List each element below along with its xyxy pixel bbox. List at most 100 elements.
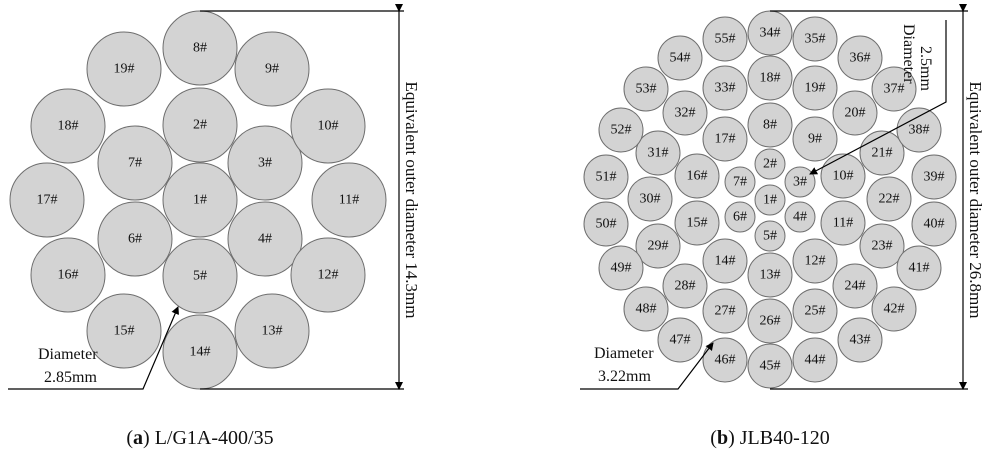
panel-b-wire-49-label: 49# — [611, 261, 632, 276]
panel-a-dimension: Equivalent outer diameter 14.3mm — [200, 4, 421, 390]
panel-b-wire-17: 17# — [702, 116, 748, 162]
panel-a-wire-9-label: 9# — [265, 62, 279, 77]
panel-b-wire-8-circle — [747, 102, 793, 148]
panel-b-wire-12: 12# — [792, 238, 838, 284]
panel-a-wire-18: 18# — [30, 88, 106, 164]
panel-a-wire-16: 16# — [30, 237, 106, 313]
panel-b-wire-9-label: 9# — [808, 132, 822, 147]
panel-a-wire-6-label: 6# — [128, 232, 142, 247]
panel-a-wire-14-label: 14# — [190, 345, 211, 360]
panel-b-wire-14-label: 14# — [715, 254, 736, 269]
panel-a-wire-19-circle — [86, 31, 162, 107]
panel-b-wire-15-circle — [674, 200, 720, 246]
panel-b-wire-1-label: 1# — [763, 193, 777, 208]
panel-b-wire-4-circle — [784, 201, 816, 233]
panel-a-wire-1-circle — [162, 162, 238, 238]
panel-b-wire-38-label: 38# — [909, 123, 930, 138]
panel-b-wire-53-label: 53# — [636, 82, 657, 97]
panel-b-wire-41-label: 41# — [909, 261, 930, 276]
panel-b-wire-52: 52# — [598, 107, 644, 153]
panel-b-wire-48-label: 48# — [636, 302, 657, 317]
panel-b-wire-22: 22# — [866, 176, 912, 222]
panel-b-wire-13-label: 13# — [760, 268, 781, 283]
panel-b-caption: (b) JLB40-120 — [710, 427, 829, 449]
panel-b-wire-35: 35# — [792, 16, 838, 62]
panel-b-wire-34: 34# — [747, 10, 793, 56]
panel-b-wire-24-circle — [832, 263, 878, 309]
panel-b-wire-30-label: 30# — [640, 192, 661, 207]
panel-b-wire-5: 5# — [754, 220, 786, 252]
panel-b-wire-19-label: 19# — [805, 81, 826, 96]
panel-b-wire-35-circle — [792, 16, 838, 62]
panel-b-wire-44: 44# — [792, 337, 838, 383]
panel-b-wire-25-circle — [792, 288, 838, 334]
panel-b-wire-30-circle — [627, 176, 673, 222]
panel-b-wire-44-label: 44# — [805, 353, 826, 368]
panel-b-wire-20: 20# — [832, 90, 878, 136]
panel-b-wire-40-label: 40# — [924, 217, 945, 232]
panel-b-wire-29-label: 29# — [648, 239, 669, 254]
panel-b-wire-23-label: 23# — [872, 239, 893, 254]
panel-b-wire-13: 13# — [747, 252, 793, 298]
panel-b-wire-1-circle — [754, 184, 786, 216]
panel-b-wire-12-label: 12# — [805, 254, 826, 269]
panel-a-wire-5-label: 5# — [193, 269, 207, 284]
panel-b-wire-27-circle — [702, 288, 748, 334]
panel-b-wire-36: 36# — [837, 35, 883, 81]
panel-a-wire-18-circle — [30, 88, 106, 164]
panel-b-wire-50: 50# — [583, 201, 629, 247]
panel-a-wire-15: 15# — [86, 293, 162, 369]
panel-b-wire-8: 8# — [747, 102, 793, 148]
panel-b-wire-7-label: 7# — [733, 175, 747, 190]
panel-a-wire-16-label: 16# — [58, 268, 79, 283]
panel-a-wire-4-label: 4# — [258, 232, 272, 247]
panel-b-wire-35-label: 35# — [805, 32, 826, 47]
panel-b-wire-9: 9# — [792, 116, 838, 162]
panel-b-wire-16-circle — [674, 153, 720, 199]
panel-b-wire-2-circle — [754, 148, 786, 180]
panel-b-wire-51-circle — [583, 154, 629, 200]
panel-a-wire-10-circle — [290, 88, 366, 164]
panel-b-wire-41-circle — [896, 245, 942, 291]
panel-b-wire-55-label: 55# — [715, 32, 736, 47]
panel-b-wire-39-circle — [911, 154, 957, 200]
panel-b-wire-54-label: 54# — [670, 51, 691, 66]
panel-b-wire-20-label: 20# — [845, 106, 866, 121]
panel-b-wire-3-circle — [784, 166, 816, 198]
panel-b-wire-22-circle — [866, 176, 912, 222]
panel-a-wire-19-label: 19# — [114, 62, 135, 77]
panel-a-wire-5: 5# — [162, 238, 238, 314]
panel-a-wire-13-label: 13# — [262, 324, 283, 339]
panel-b-wire-42-circle — [871, 286, 917, 332]
panel-b-wire-32-circle — [662, 90, 708, 136]
panel-b-wire-42-label: 42# — [884, 302, 905, 317]
panel-b-wire-37: 37# — [871, 66, 917, 112]
panel-a-l-g1a-400-35: 1#2#3#4#5#6#7#8#9#10#11#12#13#14#15#16#1… — [8, 4, 421, 449]
panel-b-wire-13-circle — [747, 252, 793, 298]
panel-b-wire-36-circle — [837, 35, 883, 81]
panel-b-wire-21: 21# — [859, 130, 905, 176]
panel-a-wire-10: 10# — [290, 88, 366, 164]
panel-a-caption-letter: a — [133, 427, 143, 449]
panel-b-caption-name: JLB40-120 — [740, 427, 830, 449]
panel-b-wire-4: 4# — [784, 201, 816, 233]
panel-b-wire-39-label: 39# — [924, 170, 945, 185]
panel-a-wire-3-circle — [227, 125, 303, 201]
panel-b-wire-10: 10# — [820, 153, 866, 199]
panel-a-wire-7: 7# — [97, 125, 173, 201]
panel-b-wire-30: 30# — [627, 176, 673, 222]
panel-b-wire-28-circle — [662, 263, 708, 309]
panel-b-outer-diameter-label: Diameter — [594, 345, 654, 362]
panel-a-wire-17: 17# — [9, 162, 85, 238]
panel-a-wire-4: 4# — [227, 201, 303, 277]
panel-b-wire-27: 27# — [702, 288, 748, 334]
panel-a-wire-17-label: 17# — [37, 193, 58, 208]
panel-b-wire-18-circle — [747, 55, 793, 101]
panel-b-wire-32-label: 32# — [675, 106, 696, 121]
panel-b-wire-42: 42# — [871, 286, 917, 332]
panel-a-wire-13-circle — [234, 293, 310, 369]
panel-b-outer-diameter-leader — [580, 342, 714, 390]
panel-b-wire-31-circle — [635, 130, 681, 176]
panel-b-wire-29: 29# — [635, 223, 681, 269]
